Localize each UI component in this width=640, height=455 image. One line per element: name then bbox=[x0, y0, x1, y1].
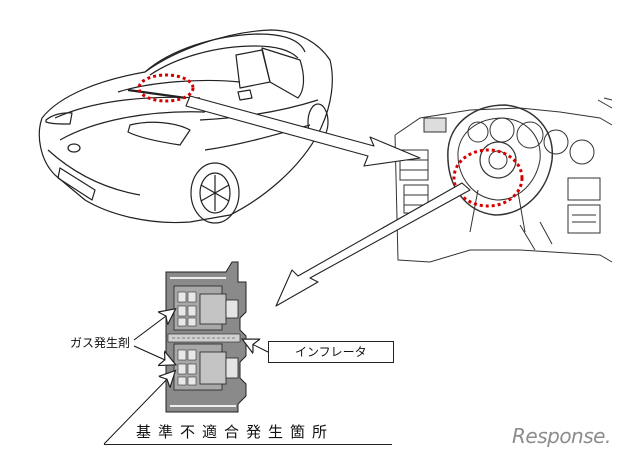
inflator-cross-section bbox=[165, 261, 247, 413]
arrow-dashboard-to-inflator bbox=[275, 182, 471, 307]
dashboard-illustration bbox=[394, 97, 613, 263]
response-watermark-logo: Response. bbox=[512, 424, 611, 448]
nonconformity-location-label: 基準不適合発生箇所 bbox=[136, 423, 335, 441]
footer-leader bbox=[103, 372, 174, 445]
dashboard-highlight-circle bbox=[452, 148, 524, 208]
car-illustration bbox=[38, 29, 333, 224]
arrow-car-to-dashboard bbox=[185, 95, 421, 167]
footer-underline bbox=[104, 444, 392, 445]
car-highlight-circle bbox=[137, 73, 195, 103]
inflator-leader bbox=[244, 340, 269, 352]
gas-generant-leaders bbox=[133, 310, 174, 364]
inflator-label: インフレータ bbox=[268, 341, 394, 363]
gas-generant-label: ガス発生剤 bbox=[70, 336, 131, 350]
